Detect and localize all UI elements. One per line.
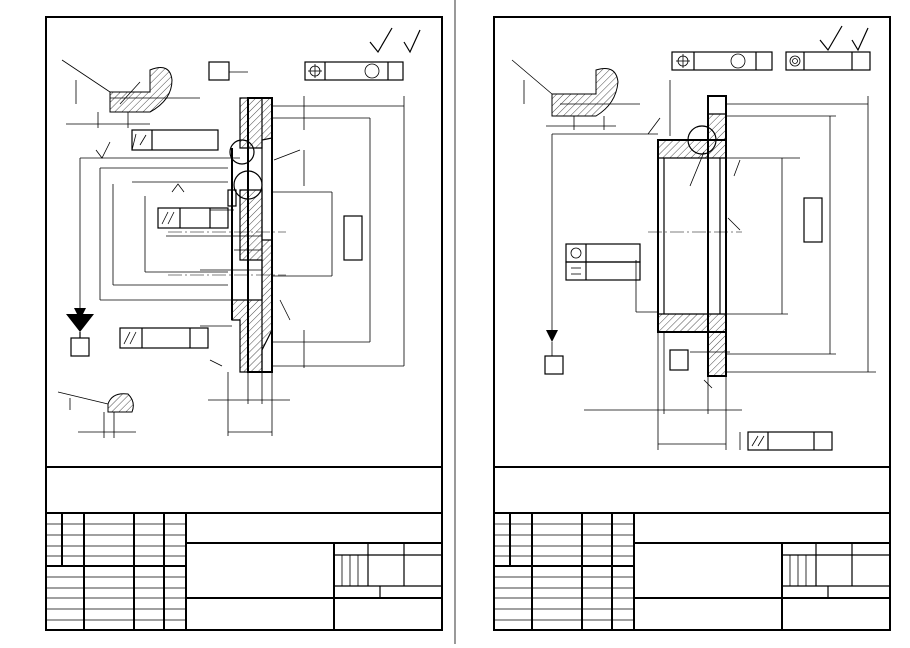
datum-box (208, 61, 230, 81)
circle-icon (570, 247, 582, 259)
detail-view-top (61, 59, 200, 128)
dimension-lines-left (74, 96, 405, 436)
parallel-tolerance-frame (157, 207, 229, 229)
roundness-tolerance-frame (565, 243, 641, 263)
concentricity-tolerance-frame (785, 51, 871, 71)
dimension-lines-right (544, 80, 876, 450)
concentric-icon (789, 55, 801, 67)
position-tolerance-frame (304, 61, 404, 81)
checkmark-icon (369, 27, 421, 54)
checkmark-icon (819, 25, 869, 52)
tolerance-frame-mid (131, 129, 219, 151)
circle-icon (730, 53, 746, 69)
datum-triangle-icon (546, 330, 558, 342)
circle-icon (364, 63, 380, 79)
datum-triangle-icon (66, 314, 94, 357)
left-drawing-sheet (45, 0, 456, 644)
symmetry-tolerance-frame (565, 261, 641, 281)
parallel-icon (161, 211, 169, 225)
dimension-box (803, 197, 823, 243)
dimension-box (343, 215, 363, 261)
ring-section-right (648, 95, 742, 377)
parallel-icon (751, 435, 759, 447)
detail-view-bottom (57, 391, 136, 438)
parallel-tolerance-frame-right (739, 431, 833, 451)
left-drawing-frame (45, 16, 443, 468)
title-block-left (45, 512, 443, 631)
flange-section-left (168, 97, 286, 373)
parallel-tolerance-frame-lower (119, 327, 209, 349)
title-block-right (493, 512, 891, 631)
position-tolerance-frame-right (671, 51, 773, 71)
right-drawing-frame (493, 16, 891, 468)
detail-view-top-right (511, 59, 640, 130)
right-drawing-sheet (493, 16, 891, 631)
